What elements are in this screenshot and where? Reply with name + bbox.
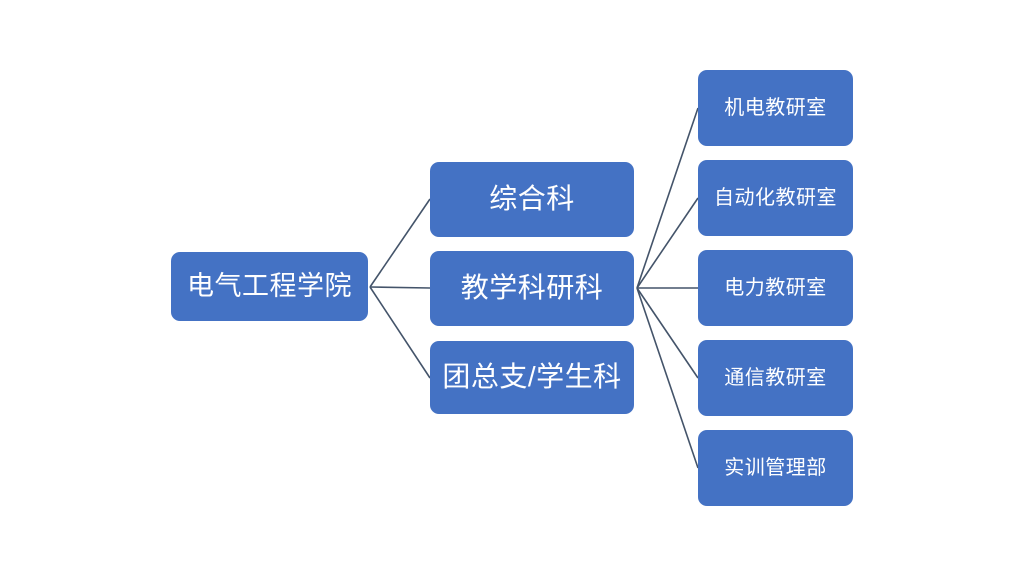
connector-root-to-jiaoxue	[369, 286, 431, 289]
node-level2-power-teaching-office[interactable]: 电力教研室	[698, 250, 853, 326]
node-level1-youth-league-student-section[interactable]: 团总支/学生科	[430, 341, 634, 414]
connector-jiaoxue-to-zidonghua	[636, 197, 699, 289]
node-level1-teaching-research-section[interactable]: 教学科研科	[430, 251, 634, 326]
connector-root-to-tuanzong	[369, 286, 431, 379]
node-level1-comprehensive-section[interactable]: 综合科	[430, 162, 634, 237]
connector-jiaoxue-to-jidian	[636, 107, 699, 289]
node-level2-mechatronics-teaching-office[interactable]: 机电教研室	[698, 70, 853, 146]
node-level2-training-management-department[interactable]: 实训管理部	[698, 430, 853, 506]
node-root-electrical-engineering-college[interactable]: 电气工程学院	[171, 252, 368, 321]
node-level2-automation-teaching-office[interactable]: 自动化教研室	[698, 160, 853, 236]
connector-jiaoxue-to-tongxin	[636, 287, 699, 379]
connector-root-to-zonghe	[369, 198, 431, 288]
connector-jiaoxue-to-shixun	[636, 287, 699, 469]
node-level2-communication-teaching-office[interactable]: 通信教研室	[698, 340, 853, 416]
